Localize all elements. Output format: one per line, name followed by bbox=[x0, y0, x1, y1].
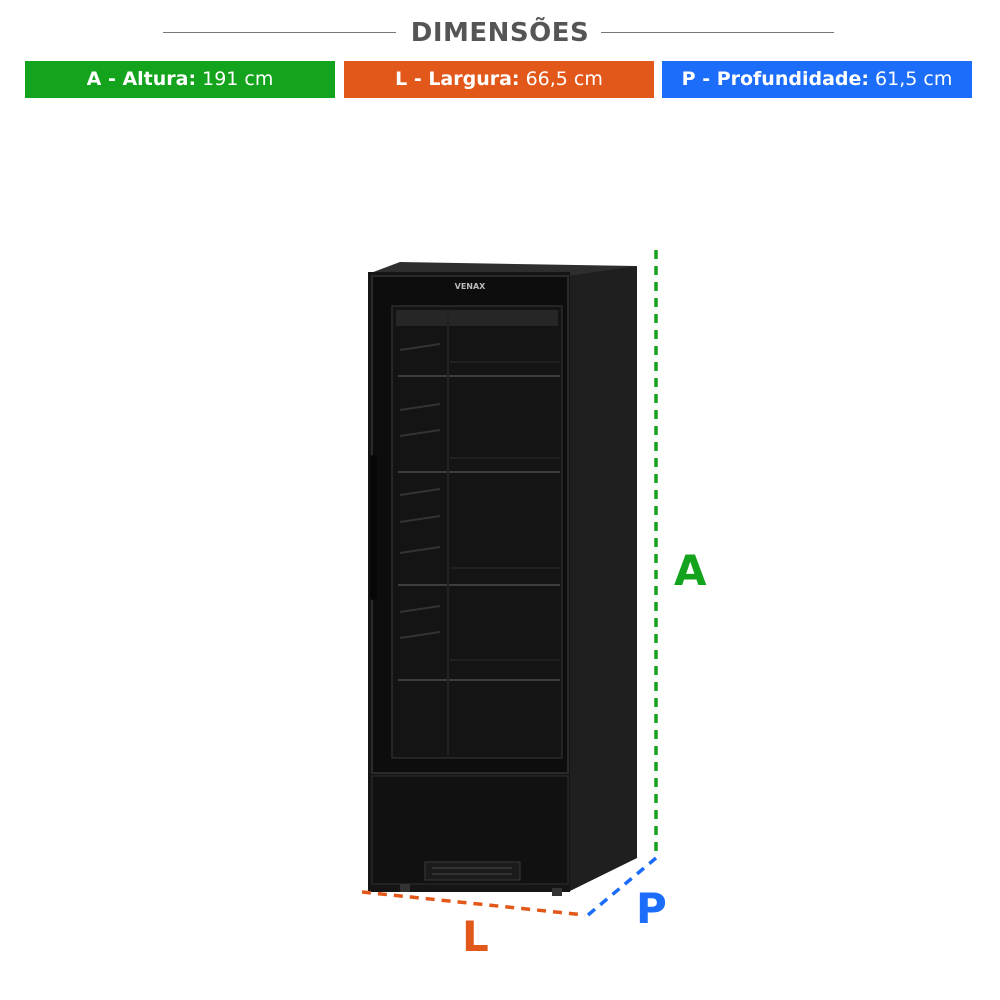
shelf-brackets bbox=[399, 343, 441, 639]
shelves bbox=[398, 375, 560, 681]
width-value: 66,5 cm bbox=[525, 68, 603, 90]
height-marker: A bbox=[674, 546, 707, 595]
page-title: DIMENSÕES bbox=[410, 18, 590, 48]
width-label: L - Largura: bbox=[395, 68, 520, 90]
fridge-glass bbox=[391, 305, 563, 759]
shelf-racks bbox=[450, 361, 560, 661]
height-badge: A - Altura: 191 cm bbox=[25, 61, 335, 98]
depth-label: P - Profundidade: bbox=[681, 68, 869, 90]
height-label: A - Altura: bbox=[86, 68, 197, 90]
header-divider-left bbox=[163, 32, 396, 33]
vent-slots bbox=[432, 867, 512, 875]
width-marker: L bbox=[462, 912, 489, 961]
foot-right bbox=[552, 888, 562, 896]
foot-left bbox=[400, 884, 410, 892]
depth-marker: P bbox=[636, 884, 667, 933]
interior-light bbox=[396, 310, 558, 326]
fridge-side-panel bbox=[568, 266, 637, 892]
width-badge: L - Largura: 66,5 cm bbox=[344, 61, 654, 98]
base-vent bbox=[424, 861, 521, 881]
depth-value: 61,5 cm bbox=[875, 68, 953, 90]
brand-logo: VENAX bbox=[455, 282, 487, 291]
height-value: 191 cm bbox=[202, 68, 274, 90]
header-divider-right bbox=[601, 32, 834, 33]
dimensions-header: DIMENSÕES bbox=[0, 14, 1000, 54]
depth-badge: P - Profundidade: 61,5 cm bbox=[662, 61, 972, 98]
door-handle bbox=[370, 455, 377, 600]
width-dimension-line bbox=[361, 890, 586, 917]
